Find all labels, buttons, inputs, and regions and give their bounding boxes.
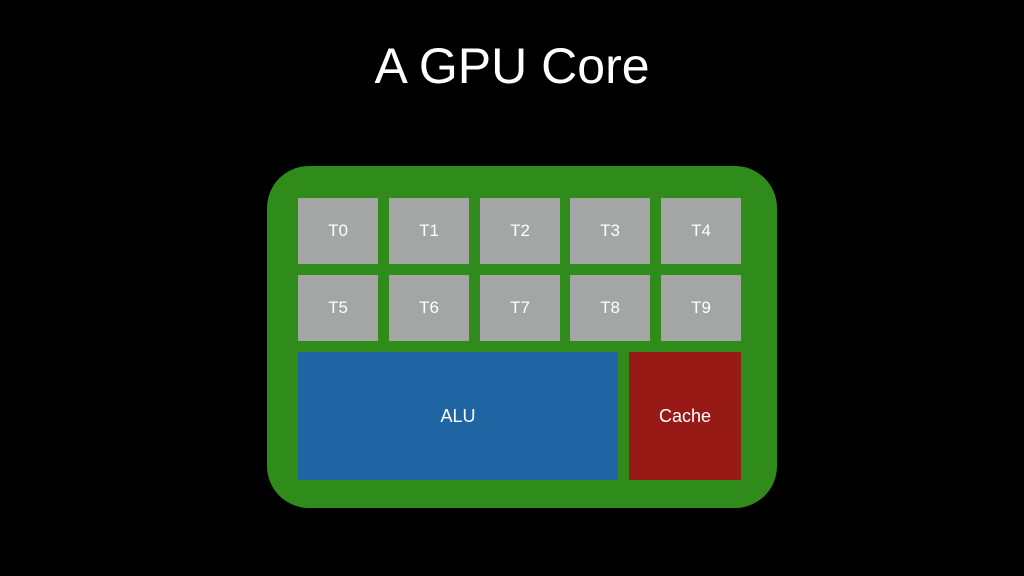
thread-block-t5: T5 [298, 275, 378, 341]
thread-block-t8: T8 [570, 275, 650, 341]
alu-block: ALU [298, 352, 618, 480]
thread-block-t6: T6 [389, 275, 469, 341]
thread-block-t3: T3 [570, 198, 650, 264]
cache-block: Cache [629, 352, 741, 480]
slide-title: A GPU Core [374, 38, 650, 94]
thread-block-t4: T4 [661, 198, 741, 264]
thread-block-t1: T1 [389, 198, 469, 264]
thread-block-t7: T7 [480, 275, 560, 341]
thread-block-t2: T2 [480, 198, 560, 264]
gpu-core-box: T0 T1 T2 T3 T4 T5 T6 T7 T8 T9 ALU Cache [267, 166, 777, 508]
thread-block-t0: T0 [298, 198, 378, 264]
thread-block-t9: T9 [661, 275, 741, 341]
